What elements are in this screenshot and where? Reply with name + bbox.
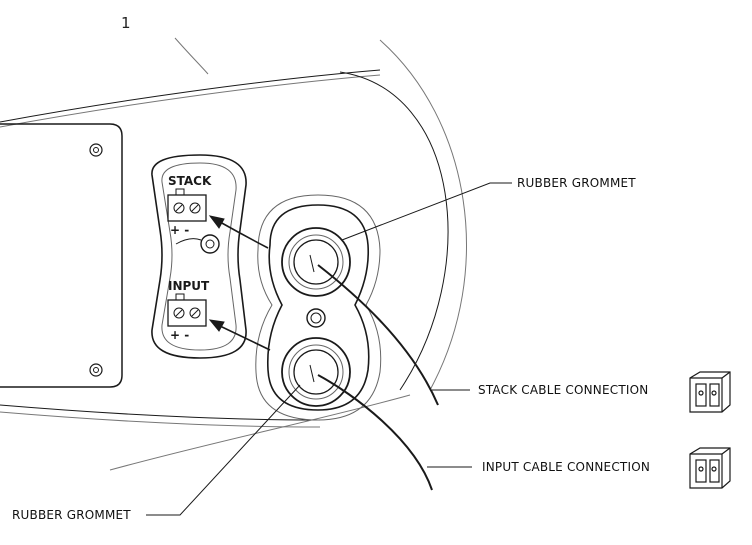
label-rubber-grommet-bottom: RUBBER GROMMET [12,508,131,522]
stack-terminal-label: STACK [168,174,212,188]
body-bottom-curve [0,404,321,421]
label-stack-cable-connection: STACK CABLE CONNECTION [478,383,649,397]
rubber-grommet-top [281,227,351,297]
figure-number: 1 [121,14,131,32]
rear-plate [0,123,123,388]
input-terminal-label: INPUT [168,279,210,293]
plate-screw-top [89,143,103,157]
input-cable [317,374,433,491]
terminal-recess [151,154,247,359]
grommet-housing [266,204,370,411]
body-lower-line [109,394,411,471]
body-right-arc [379,39,467,391]
plate-screw-bottom [89,363,103,377]
stack-cable [317,264,439,406]
body-top-curve-inner [0,74,381,128]
center-screw [200,234,220,254]
connector-plug-icon [689,371,731,413]
housing-screw [306,308,326,328]
stack-polarity-label: + - [170,223,189,237]
stack-wire-arrow [219,221,269,249]
label-rubber-grommet-top: RUBBER GROMMET [517,176,636,190]
rubber-grommet-bottom [281,337,351,407]
body-right-arc-inner [339,71,449,391]
body-top-curve [0,69,381,123]
leader-grommet-top [341,182,512,241]
input-wire-arrow [219,325,271,351]
connector-plug-icon [689,447,731,489]
stack-terminal-block [167,194,207,222]
label-input-cable-connection: INPUT CABLE CONNECTION [482,460,651,474]
input-polarity-label: + - [170,328,189,342]
body-upper-line [174,37,209,75]
leader-grommet-bottom [146,384,301,516]
input-terminal-block [167,299,207,327]
